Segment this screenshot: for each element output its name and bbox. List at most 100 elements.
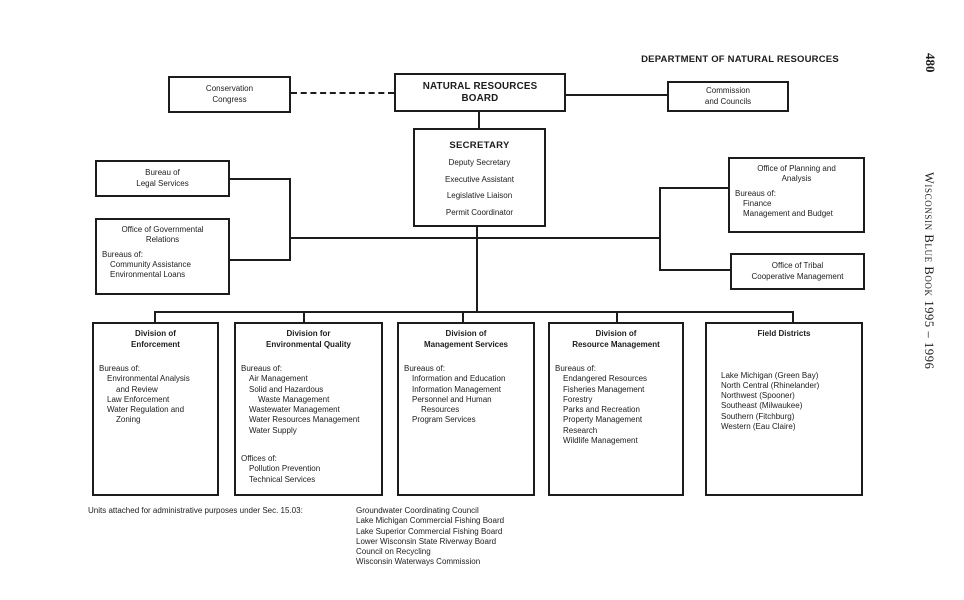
secretary-staff-item: Permit Coordinator	[445, 207, 514, 217]
secretary-staff-item: Executive Assistant	[445, 174, 514, 184]
unit-item: Water Supply	[249, 425, 297, 435]
unit-item: Northwest (Spooner)	[721, 391, 795, 401]
connector-left-vertical	[289, 178, 291, 261]
footnote-label: Units attached for administrative purpos…	[88, 506, 303, 515]
unit-item: Technical Services	[249, 474, 316, 484]
connector-stub-enforcement	[154, 311, 156, 323]
group-label: Bureaus of:	[99, 364, 140, 373]
secretary-title: SECRETARY	[449, 140, 510, 151]
unit-item: Parks and Recreation	[563, 405, 640, 415]
unit-item: Information and Education	[412, 374, 506, 384]
bureau-list: Finance Management and Budget	[730, 199, 863, 220]
connector-stub-field-districts	[792, 311, 794, 323]
group-label: Bureaus of:	[241, 364, 282, 373]
bureau-item: Management and Budget	[743, 209, 833, 219]
group-label: Bureaus of:	[555, 364, 596, 373]
book-edition-title: Wisconsin Blue Book 1995 – 1996	[922, 172, 936, 370]
unit-item: Fisheries Management	[563, 384, 645, 394]
connector-board-secretary	[478, 110, 480, 128]
bureau-item: Community Assistance	[110, 259, 191, 269]
unit-group: Lake Michigan (Green Bay)North Central (…	[707, 371, 861, 433]
unit-item: Air Management	[249, 374, 308, 384]
connector-divisions-horizontal	[154, 311, 794, 313]
division-title: Field Districts	[757, 329, 811, 338]
group-label: Bureaus of:	[735, 188, 776, 198]
unit-item: Law Enforcement	[107, 394, 170, 404]
connector-conservation-dashed-line	[291, 92, 394, 94]
secretary-staff-list: Deputy Secretary Executive Assistant Leg…	[415, 158, 544, 217]
connector-governmental-relations	[228, 259, 291, 261]
group-label: Bureaus of:	[102, 249, 143, 259]
connector-stub-resource-management	[616, 311, 618, 323]
group-label: Bureaus of:	[404, 364, 445, 373]
connector-legal-services	[228, 178, 291, 180]
unit-item: Western (Eau Claire)	[721, 421, 796, 431]
connector-staff-horizontal	[289, 237, 661, 239]
page-number: 480	[923, 53, 938, 73]
unit-item: Research	[563, 425, 598, 435]
unit-item: Wildlife Management	[563, 436, 638, 446]
connector-planning-analysis	[659, 187, 729, 189]
attached-unit-item: Wisconsin Waterways Commission	[356, 557, 481, 567]
department-title: DEPARTMENT OF NATURAL RESOURCES	[641, 54, 839, 65]
connector-right-vertical	[659, 187, 661, 271]
group-label: Offices of:	[241, 454, 277, 464]
bureau-list: Community Assistance Environmental Loans	[97, 260, 228, 281]
attached-unit-item: Lower Wisconsin State Riverway Board	[356, 536, 497, 546]
connector-board-commission	[566, 94, 667, 96]
unit-item: Program Services	[412, 415, 476, 425]
connector-secretary-stem	[476, 225, 478, 313]
unit-item: Forestry	[563, 394, 593, 404]
attached-unit-item: Lake Superior Commercial Fishing Board	[356, 526, 503, 536]
attached-unit-item: Council on Recycling	[356, 547, 431, 557]
unit-item: Southern (Fitchburg)	[721, 411, 795, 421]
unit-item: Lake Michigan (Green Bay)	[721, 370, 819, 380]
unit-item: Southeast (Milwaukee)	[721, 401, 803, 411]
secretary-box: SECRETARY Deputy Secretary Executive Ass…	[413, 128, 546, 227]
secretary-staff-item: Legislative Liaison	[446, 191, 513, 200]
connector-tribal	[659, 269, 731, 271]
unit-item: Wastewater Management	[249, 405, 340, 415]
unit-item: Pollution Prevention	[249, 464, 321, 474]
bureau-item: Finance	[743, 198, 772, 208]
secretary-staff-item: Deputy Secretary	[448, 158, 511, 167]
bureau-item: Environmental Loans	[110, 270, 186, 280]
connector-stub-management-services	[462, 311, 464, 323]
unit-item: Information Management	[412, 384, 501, 394]
unit-item: Water Resources Management	[249, 415, 360, 425]
attached-unit-item: Groundwater Coordinating Council	[356, 506, 479, 515]
